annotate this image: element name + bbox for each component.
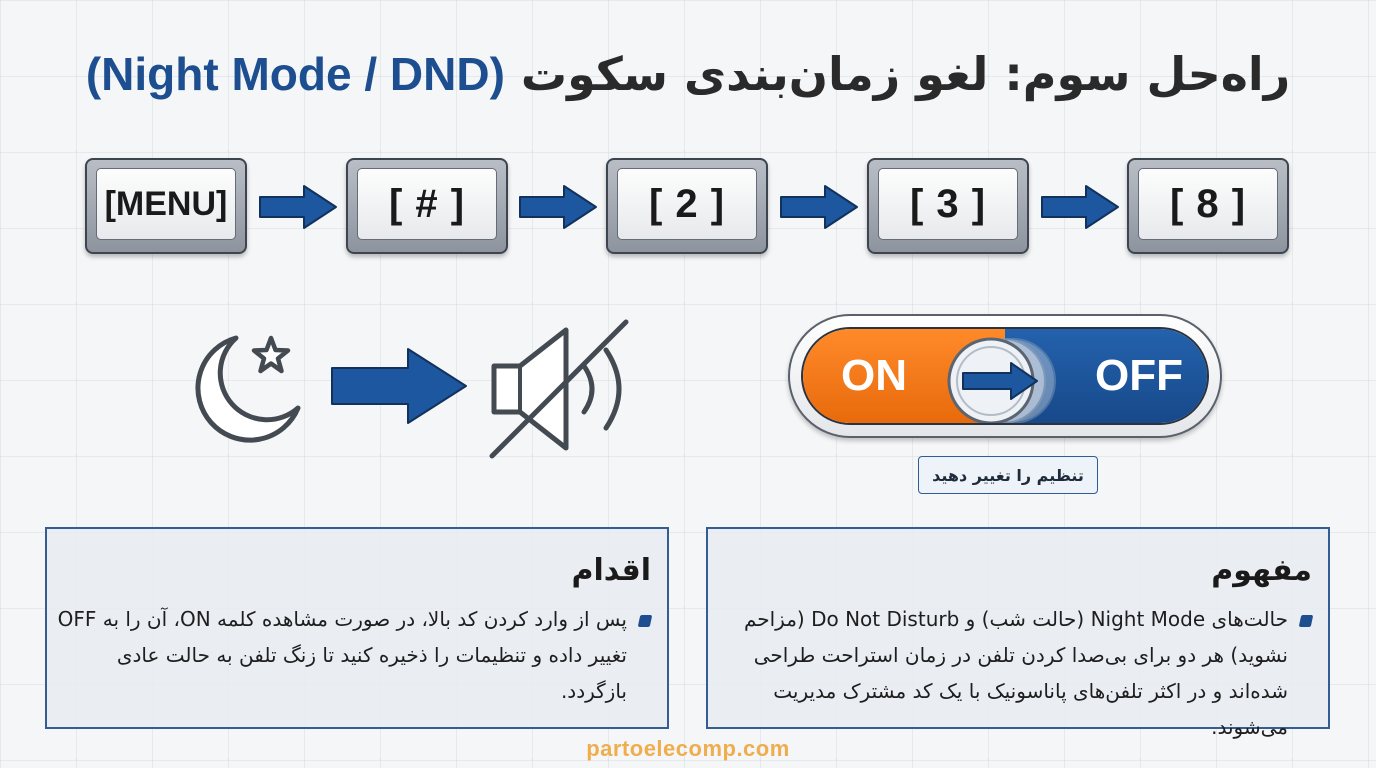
key-hash-label: [ # ] <box>357 168 497 240</box>
title-persian: راه‌حل سوم: لغو زمان‌بندی سکوت <box>520 47 1291 101</box>
toggle-knob-icon <box>947 337 1056 423</box>
title-english: (Night Mode / DND) <box>85 48 505 100</box>
concept-box: مفهوم حالت‌های Night Mode (حالت شب) و Do… <box>706 527 1330 739</box>
action-box: اقدام پس از وارد کردن کد بالا، در صورت م… <box>45 527 669 729</box>
key-8-label: [ 8 ] <box>1138 168 1278 240</box>
arrow-right-icon <box>331 348 467 424</box>
bullet-icon <box>1298 615 1314 627</box>
arrow-right-icon <box>1041 185 1119 229</box>
concept-heading: مفهوم <box>1211 553 1312 588</box>
key-menu: [MENU] <box>85 158 247 254</box>
key-3: [ 3 ] <box>867 158 1029 254</box>
page-title: راه‌حل سوم: لغو زمان‌بندی سکوت (Night Mo… <box>0 44 1376 104</box>
arrow-right-icon <box>780 185 858 229</box>
arrow-right-icon <box>519 185 597 229</box>
moon-star-icon <box>195 335 301 443</box>
toggle-hint-label: تنظیم را تغییر دهید <box>918 456 1098 494</box>
toggle-off-label: OFF <box>1095 351 1183 400</box>
key-8: [ 8 ] <box>1127 158 1289 254</box>
key-menu-label: [MENU] <box>96 168 236 240</box>
key-3-label: [ 3 ] <box>878 168 1018 240</box>
action-heading: اقدام <box>571 553 651 588</box>
key-2: [ 2 ] <box>606 158 768 254</box>
bullet-icon <box>637 615 653 627</box>
key-2-label: [ 2 ] <box>617 168 757 240</box>
concept-body: حالت‌های Night Mode (حالت شب) و Do Not D… <box>743 607 1288 739</box>
toggle-track: ON OFF <box>801 327 1209 425</box>
on-off-toggle[interactable]: ON OFF <box>788 314 1222 438</box>
action-body: پس از وارد کردن کد بالا، در صورت مشاهده … <box>57 607 627 703</box>
footer-website[interactable]: partoelecomp.com <box>586 736 790 761</box>
key-hash: [ # ] <box>346 158 508 254</box>
toggle-on-label: ON <box>841 351 907 400</box>
arrow-right-icon <box>259 185 337 229</box>
speaker-muted-icon <box>489 319 629 459</box>
